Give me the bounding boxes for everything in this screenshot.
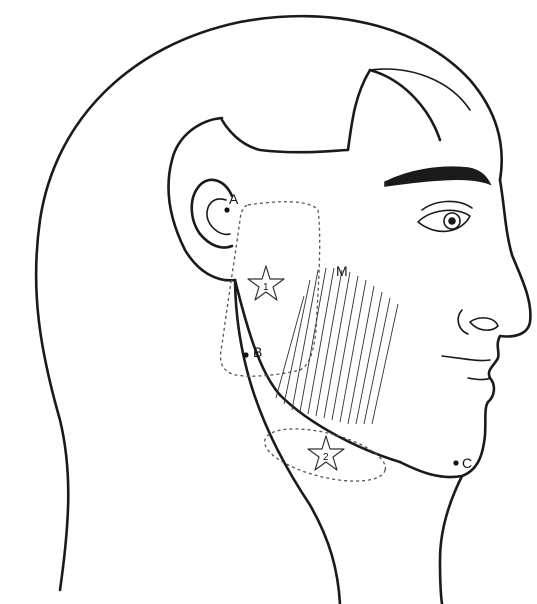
nose-wing <box>458 310 468 334</box>
masseter-hatching <box>276 268 398 424</box>
point-a-label: A <box>229 191 239 207</box>
mouth-line <box>442 356 490 361</box>
nostril <box>470 318 498 330</box>
point-c-label: C <box>462 455 472 471</box>
point-b-dot <box>243 352 248 357</box>
hairline <box>222 70 440 152</box>
head-outline <box>36 16 502 590</box>
point-c-dot <box>453 460 458 465</box>
muscle-m-label: M <box>336 263 348 279</box>
eyebrow <box>385 167 490 186</box>
face-profile <box>400 180 530 477</box>
ear-outline <box>192 180 232 248</box>
ear-inner <box>207 199 230 234</box>
zone-1-number: 1 <box>263 282 269 293</box>
zone-2-number: 2 <box>323 452 329 463</box>
neck-front <box>440 476 462 604</box>
lip-crease <box>468 378 490 380</box>
pupil <box>448 217 456 225</box>
point-a-dot <box>224 207 229 212</box>
point-b-label: B <box>253 344 262 360</box>
eyelid <box>422 201 472 210</box>
